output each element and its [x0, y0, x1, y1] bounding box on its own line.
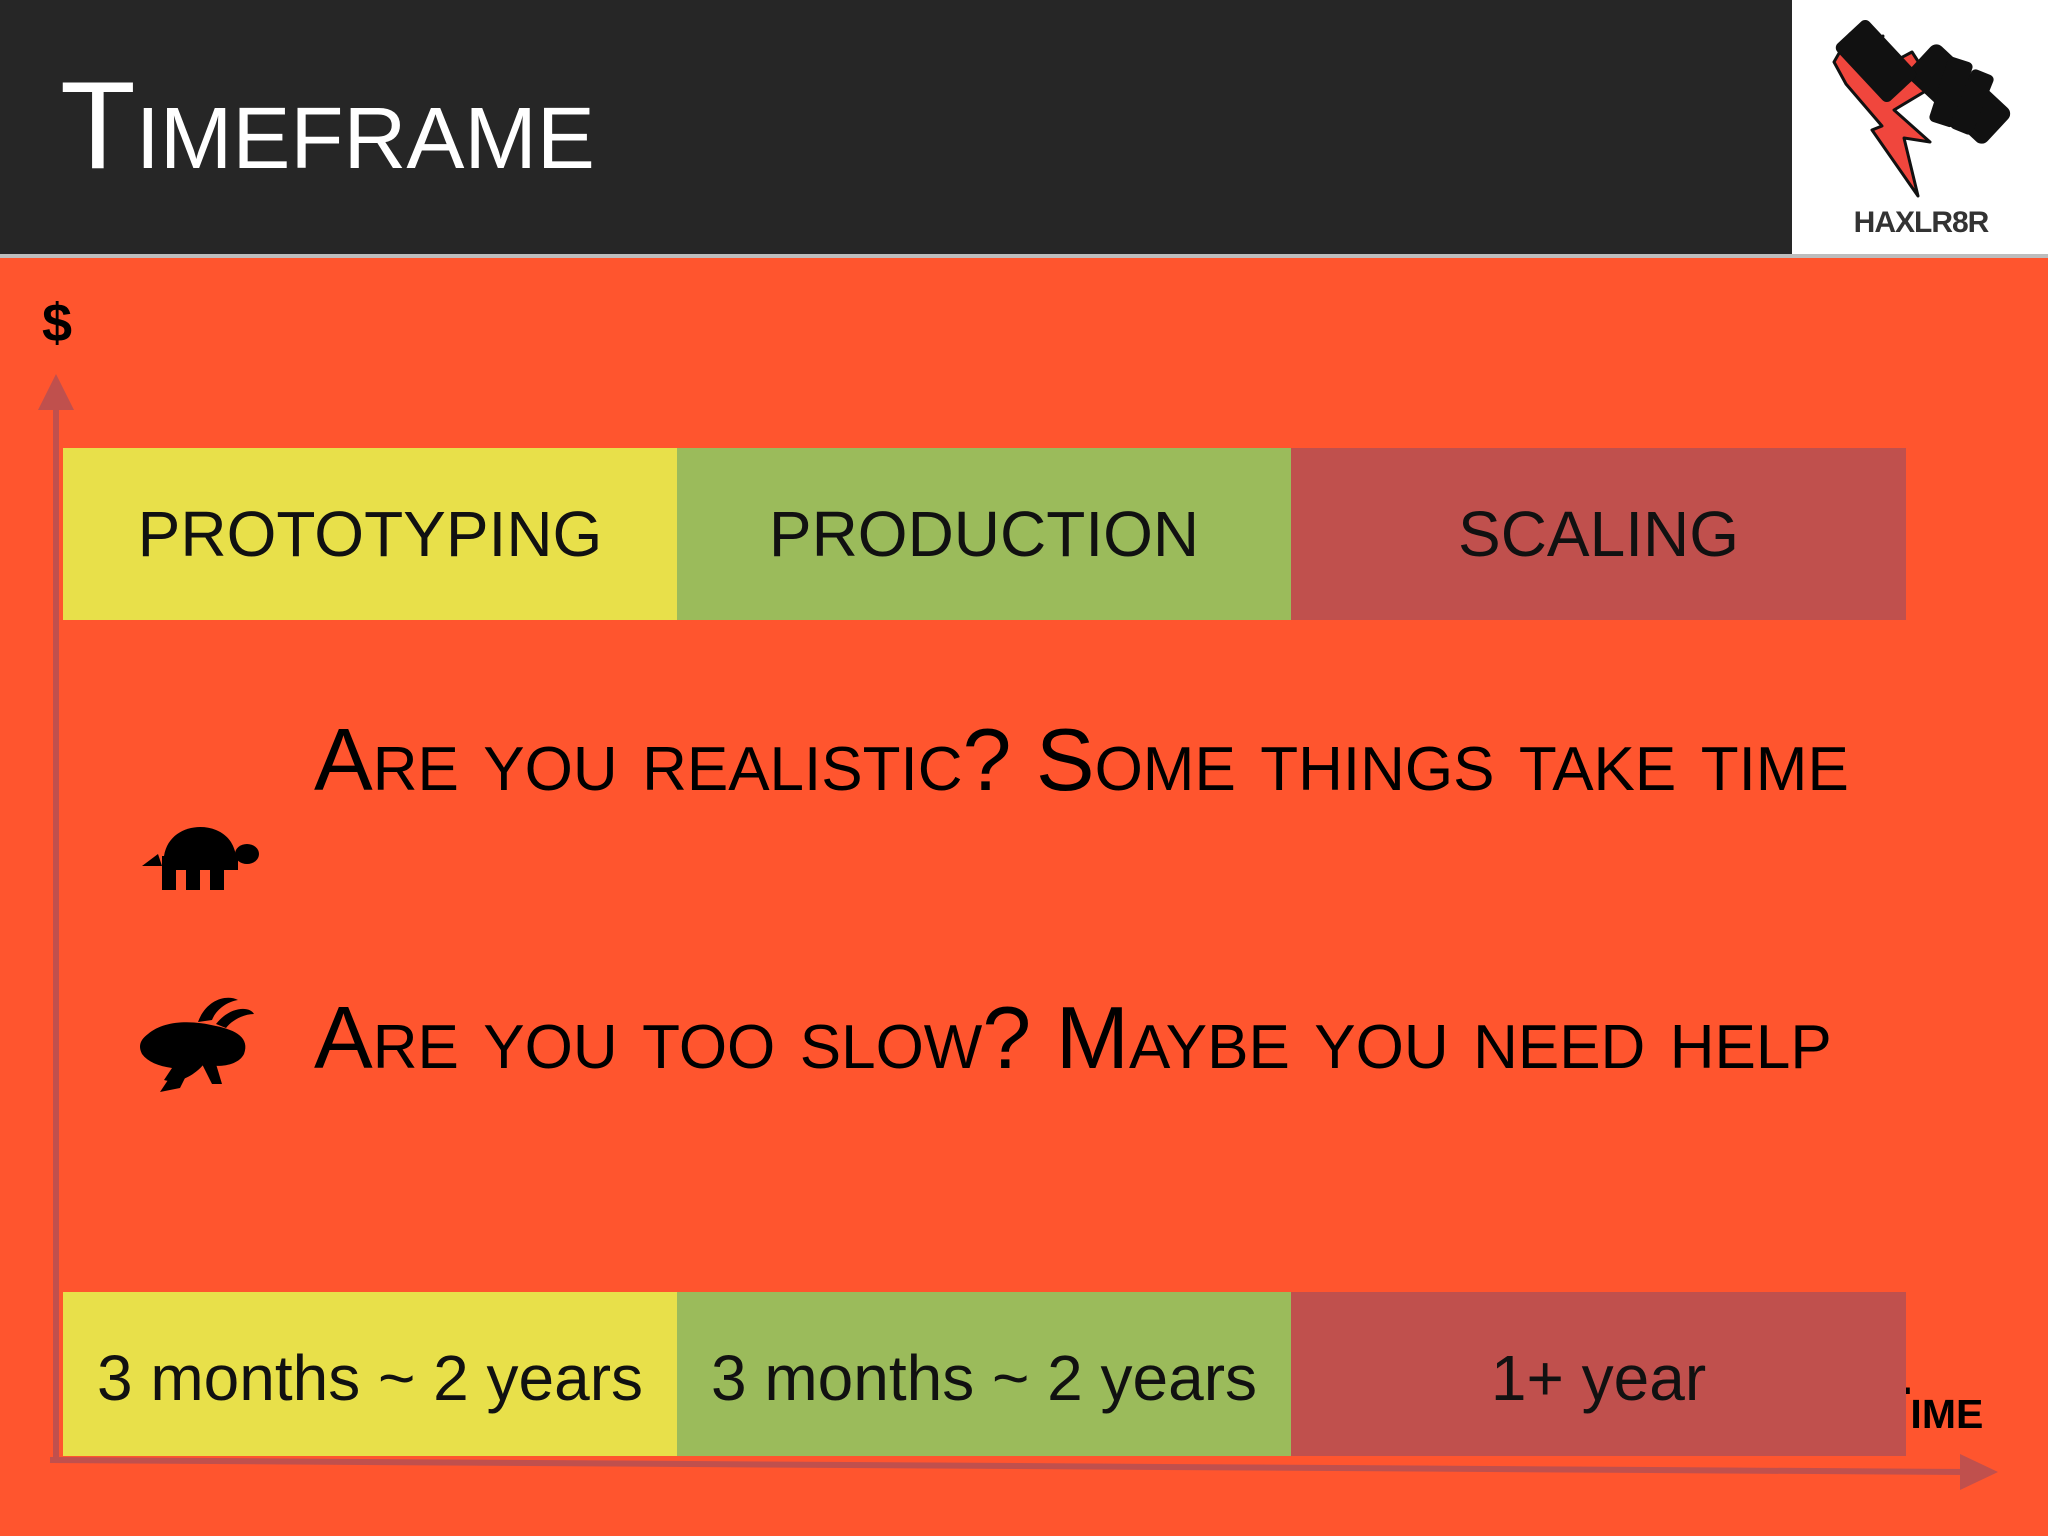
- phase-scaling: SCALING: [1291, 448, 1906, 620]
- title-divider: [0, 254, 2048, 258]
- phase-production: PRODUCTION: [677, 448, 1291, 620]
- title-bar: [0, 0, 1792, 254]
- phase-prototyping: PROTOTYPING: [63, 448, 677, 620]
- haxlr8r-logo-mark: [1832, 19, 2011, 198]
- duration-production: 3 months ~ 2 years: [677, 1292, 1291, 1456]
- haxlr8r-logo: HAXLR8R: [1792, 0, 2048, 254]
- turtle-icon: [142, 827, 259, 890]
- duration-prototyping: 3 months ~ 2 years: [63, 1292, 677, 1456]
- rabbit-icon: [140, 997, 254, 1092]
- bullet-too-slow: Are you too slow? Maybe you need help: [314, 988, 1832, 1087]
- logo-text: HAXLR8R: [1853, 206, 1990, 239]
- x-axis-arrowhead: [1960, 1454, 1998, 1490]
- slide-title: Timeframe: [60, 57, 595, 195]
- bullet-realistic: Are you realistic? Some things take time: [314, 710, 1849, 809]
- x-axis-line: [49, 1457, 1969, 1475]
- y-axis-arrowhead: [38, 374, 74, 410]
- duration-scaling: 1+ year: [1291, 1292, 1906, 1456]
- y-axis-label: $: [42, 293, 73, 353]
